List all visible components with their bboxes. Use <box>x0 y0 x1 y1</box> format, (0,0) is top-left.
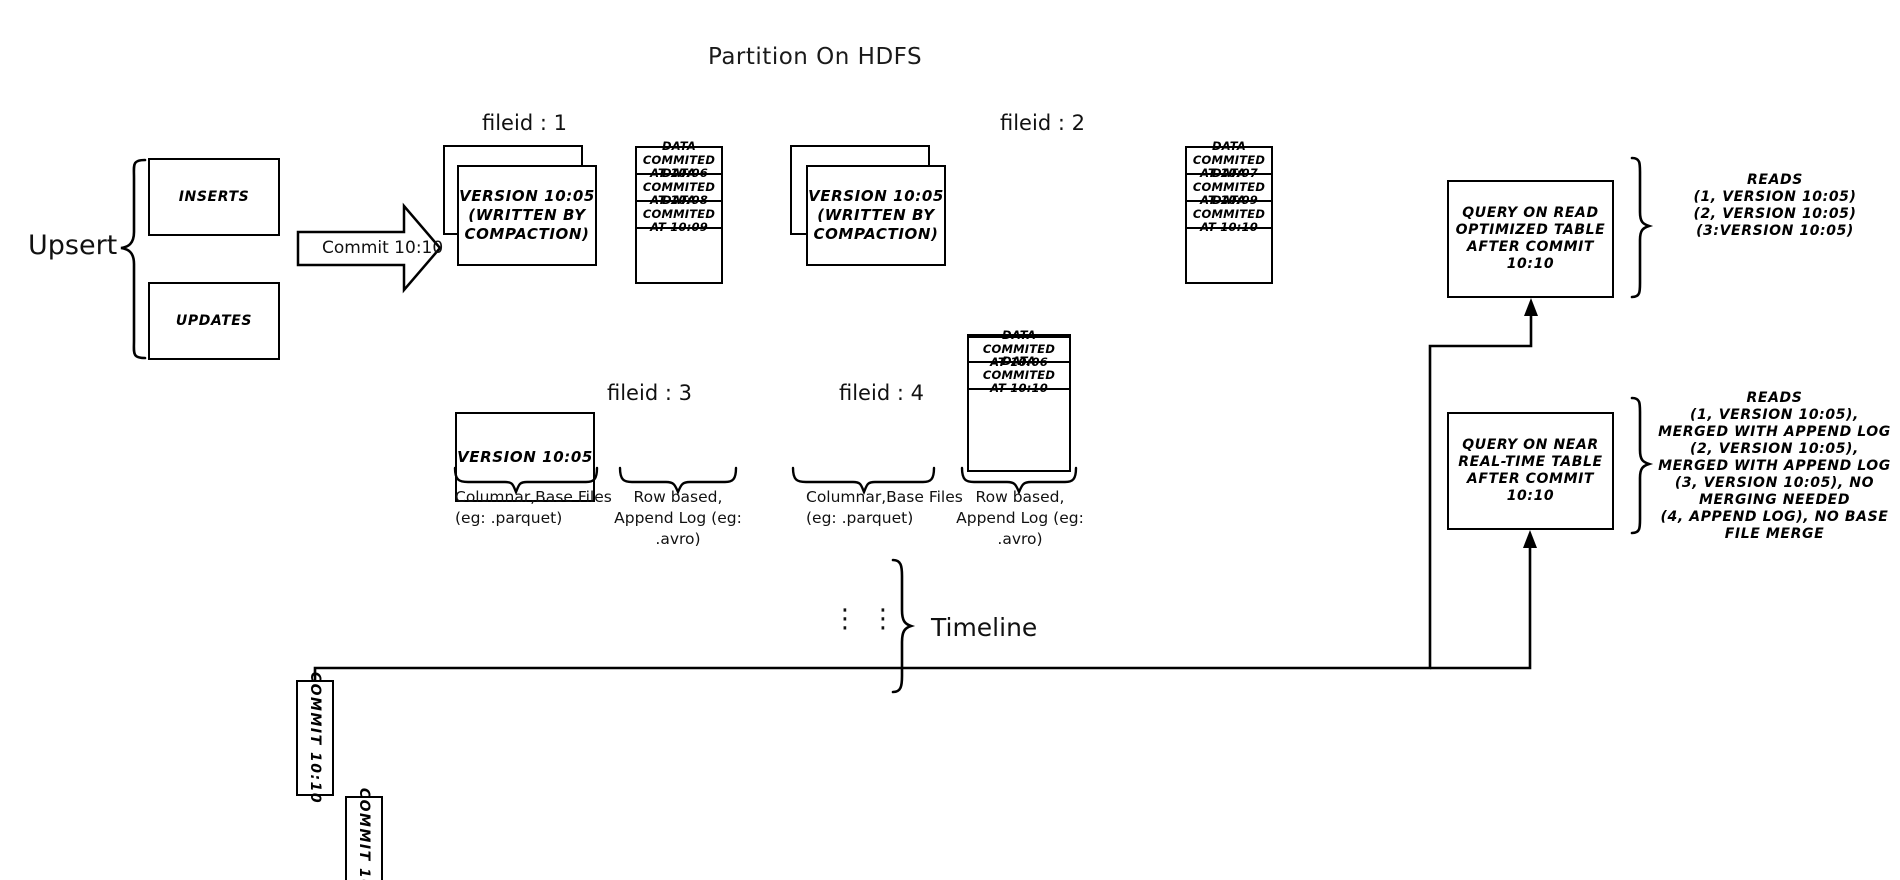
reads-line: MERGING NEEDED <box>1698 492 1851 508</box>
caption-columnar-left: Columnar,Base Files (eg: .parquet) <box>455 487 625 529</box>
caption-line: .avro) <box>997 530 1043 548</box>
reads-line: (3, VERSION 10:05), NO <box>1674 475 1875 491</box>
query-line: REAL-TIME TABLE <box>1458 454 1603 470</box>
reads-line: (3:VERSION 10:05) <box>1696 223 1854 239</box>
caption-line: Columnar,Base Files <box>455 488 612 506</box>
inserts-box: INSERTS <box>148 158 280 236</box>
log-entry-line-1: DATA COMMITED <box>1192 139 1266 167</box>
reads-line: (2, VERSION 10:05), <box>1690 441 1859 457</box>
reads-line: READS <box>1747 172 1803 188</box>
query-line: OPTIMIZED TABLE <box>1455 222 1606 238</box>
reads-read-optimized: READS (1, VERSION 10:05) (2, VERSION 10:… <box>1660 172 1890 240</box>
fileid-2-header: fileid : 2 <box>1000 111 1085 135</box>
caption-line: Columnar,Base Files <box>806 488 963 506</box>
fileid-2-log-row: DATA COMMITED AT 10:07 <box>1187 140 1271 180</box>
fileid-2-log-row: DATA COMMITED AT 10:10 <box>1187 194 1271 234</box>
log-entry-line-2: AT 10:09 <box>650 220 708 235</box>
timeline-label: Timeline <box>931 613 1038 642</box>
fileid-1-base-file-front: VERSION 10:05 (WRITTEN BY COMPACTION) <box>457 165 597 266</box>
log-entry-line-1: DATA COMMITED <box>1192 166 1266 194</box>
caption-rowbased-left: Row based, Append Log (eg: .avro) <box>613 487 743 550</box>
fileid-2-base-line-3: COMPACTION) <box>813 225 939 243</box>
log-entry-line-1: DATA COMMITED <box>1192 193 1266 221</box>
fileid-2-base-file-front: VERSION 10:05 (WRITTEN BY COMPACTION) <box>806 165 946 266</box>
caption-line: (eg: .parquet) <box>806 509 914 527</box>
timeline-ellipsis-2: ⋮ <box>870 604 896 634</box>
reads-line: MERGED WITH APPEND LOG <box>1658 458 1891 474</box>
reads-line: MERGED WITH APPEND LOG <box>1658 424 1891 440</box>
fileid-1-base-line-2: (WRITTEN BY <box>468 206 586 224</box>
query-near-real-time-box: QUERY ON NEAR REAL-TIME TABLE AFTER COMM… <box>1447 412 1614 530</box>
timeline-item-label: COMMIT 10:09 <box>356 787 372 880</box>
log-entry-line-2: AT 10:06 <box>650 166 708 181</box>
fileid-4-log-box: DATA COMMITED AT 10:06 DATA COMMITED AT … <box>967 329 1071 472</box>
fileid-4-log-row: DATA COMMITED AT 10:10 <box>969 355 1069 395</box>
fileid-2-log-box: DATA COMMITED AT 10:07 DATA COMMITED AT … <box>1185 140 1273 284</box>
log-entry-line-1: DATA COMMITED <box>982 354 1056 382</box>
fileid-1-log-row: DATA COMMITED AT 10:09 <box>637 194 721 234</box>
caption-line: .avro) <box>655 530 701 548</box>
query-line: AFTER COMMIT <box>1466 239 1595 255</box>
caption-line: Row based, <box>975 488 1065 506</box>
log-entry-line-2: AT 10:10 <box>990 381 1048 396</box>
caption-line: (eg: .parquet) <box>455 509 563 527</box>
fileid-3-base-line-1: VERSION 10:05 <box>457 447 593 466</box>
reads-line: (4, APPEND LOG), NO BASE <box>1660 509 1889 525</box>
query-line: QUERY ON READ <box>1462 205 1599 221</box>
fileid-1-log-row: DATA COMMITED AT 10:08 <box>637 167 721 207</box>
reads-line: (1, VERSION 10:05), <box>1690 407 1859 423</box>
log-entry-line-2: AT 10:07 <box>1200 166 1258 181</box>
caption-line: Append Log (eg: <box>956 509 1084 527</box>
caption-line: Row based, <box>633 488 723 506</box>
log-entry-line-1: DATA COMMITED <box>642 166 716 194</box>
fileid-2-base-line-2: (WRITTEN BY <box>817 206 935 224</box>
reads-line: FILE MERGE <box>1724 526 1825 542</box>
log-entry-line-1: DATA COMMITED <box>642 139 716 167</box>
fileid-2-base-line-1: VERSION 10:05 <box>808 187 944 205</box>
query-line: QUERY ON NEAR <box>1462 437 1599 453</box>
log-entry-line-2: AT 10:08 <box>650 193 708 208</box>
inserts-label: INSERTS <box>178 188 250 205</box>
fileid-3-header: fileid : 3 <box>607 381 692 405</box>
fileid-1-log-box: DATA COMMITED AT 10:06 DATA COMMITED AT … <box>635 140 723 284</box>
log-entry-line-2: AT 10:09 <box>1200 193 1258 208</box>
caption-line: Append Log (eg: <box>614 509 742 527</box>
reads-near-real-time: READS (1, VERSION 10:05), MERGED WITH AP… <box>1652 390 1897 543</box>
query-line: 10:10 <box>1506 256 1555 272</box>
timeline-ellipsis-1: ⋮ <box>832 604 858 634</box>
fileid-4-header: fileid : 4 <box>839 381 924 405</box>
timeline-item-commit-10-09[interactable]: COMMIT 10:09 <box>345 788 383 880</box>
query-line: 10:10 <box>1506 488 1555 504</box>
reads-line: (2, VERSION 10:05) <box>1693 206 1857 222</box>
query-read-optimized-box: QUERY ON READ OPTIMIZED TABLE AFTER COMM… <box>1447 180 1614 298</box>
fileid-2-log-row: DATA COMMITED AT 10:09 <box>1187 167 1271 207</box>
caption-rowbased-right: Row based, Append Log (eg: .avro) <box>955 487 1085 550</box>
updates-label: UPDATES <box>175 312 253 329</box>
updates-box: UPDATES <box>148 282 280 360</box>
page-title: Partition On HDFS <box>708 44 923 70</box>
fileid-1-base-line-1: VERSION 10:05 <box>459 187 595 205</box>
commit-arrow-label: Commit 10:10 <box>322 238 444 258</box>
fileid-1-header: fileid : 1 <box>482 111 567 135</box>
fileid-1-base-line-3: COMPACTION) <box>464 225 590 243</box>
log-entry-line-1: DATA COMMITED <box>642 193 716 221</box>
log-entry-line-2: AT 10:10 <box>1200 220 1258 235</box>
timeline-item-commit-10-10[interactable]: COMMIT 10:10 <box>296 672 334 804</box>
log-entry-line-1: DATA COMMITED <box>982 328 1056 356</box>
upsert-label: Upsert <box>28 230 118 261</box>
reads-line: (1, VERSION 10:05) <box>1693 189 1857 205</box>
timeline-item-label: COMMIT 10:10 <box>307 671 323 805</box>
query-line: AFTER COMMIT <box>1466 471 1595 487</box>
caption-columnar-right: Columnar,Base Files (eg: .parquet) <box>806 487 976 529</box>
fileid-1-log-row: DATA COMMITED AT 10:06 <box>637 140 721 180</box>
reads-line: READS <box>1746 390 1803 406</box>
